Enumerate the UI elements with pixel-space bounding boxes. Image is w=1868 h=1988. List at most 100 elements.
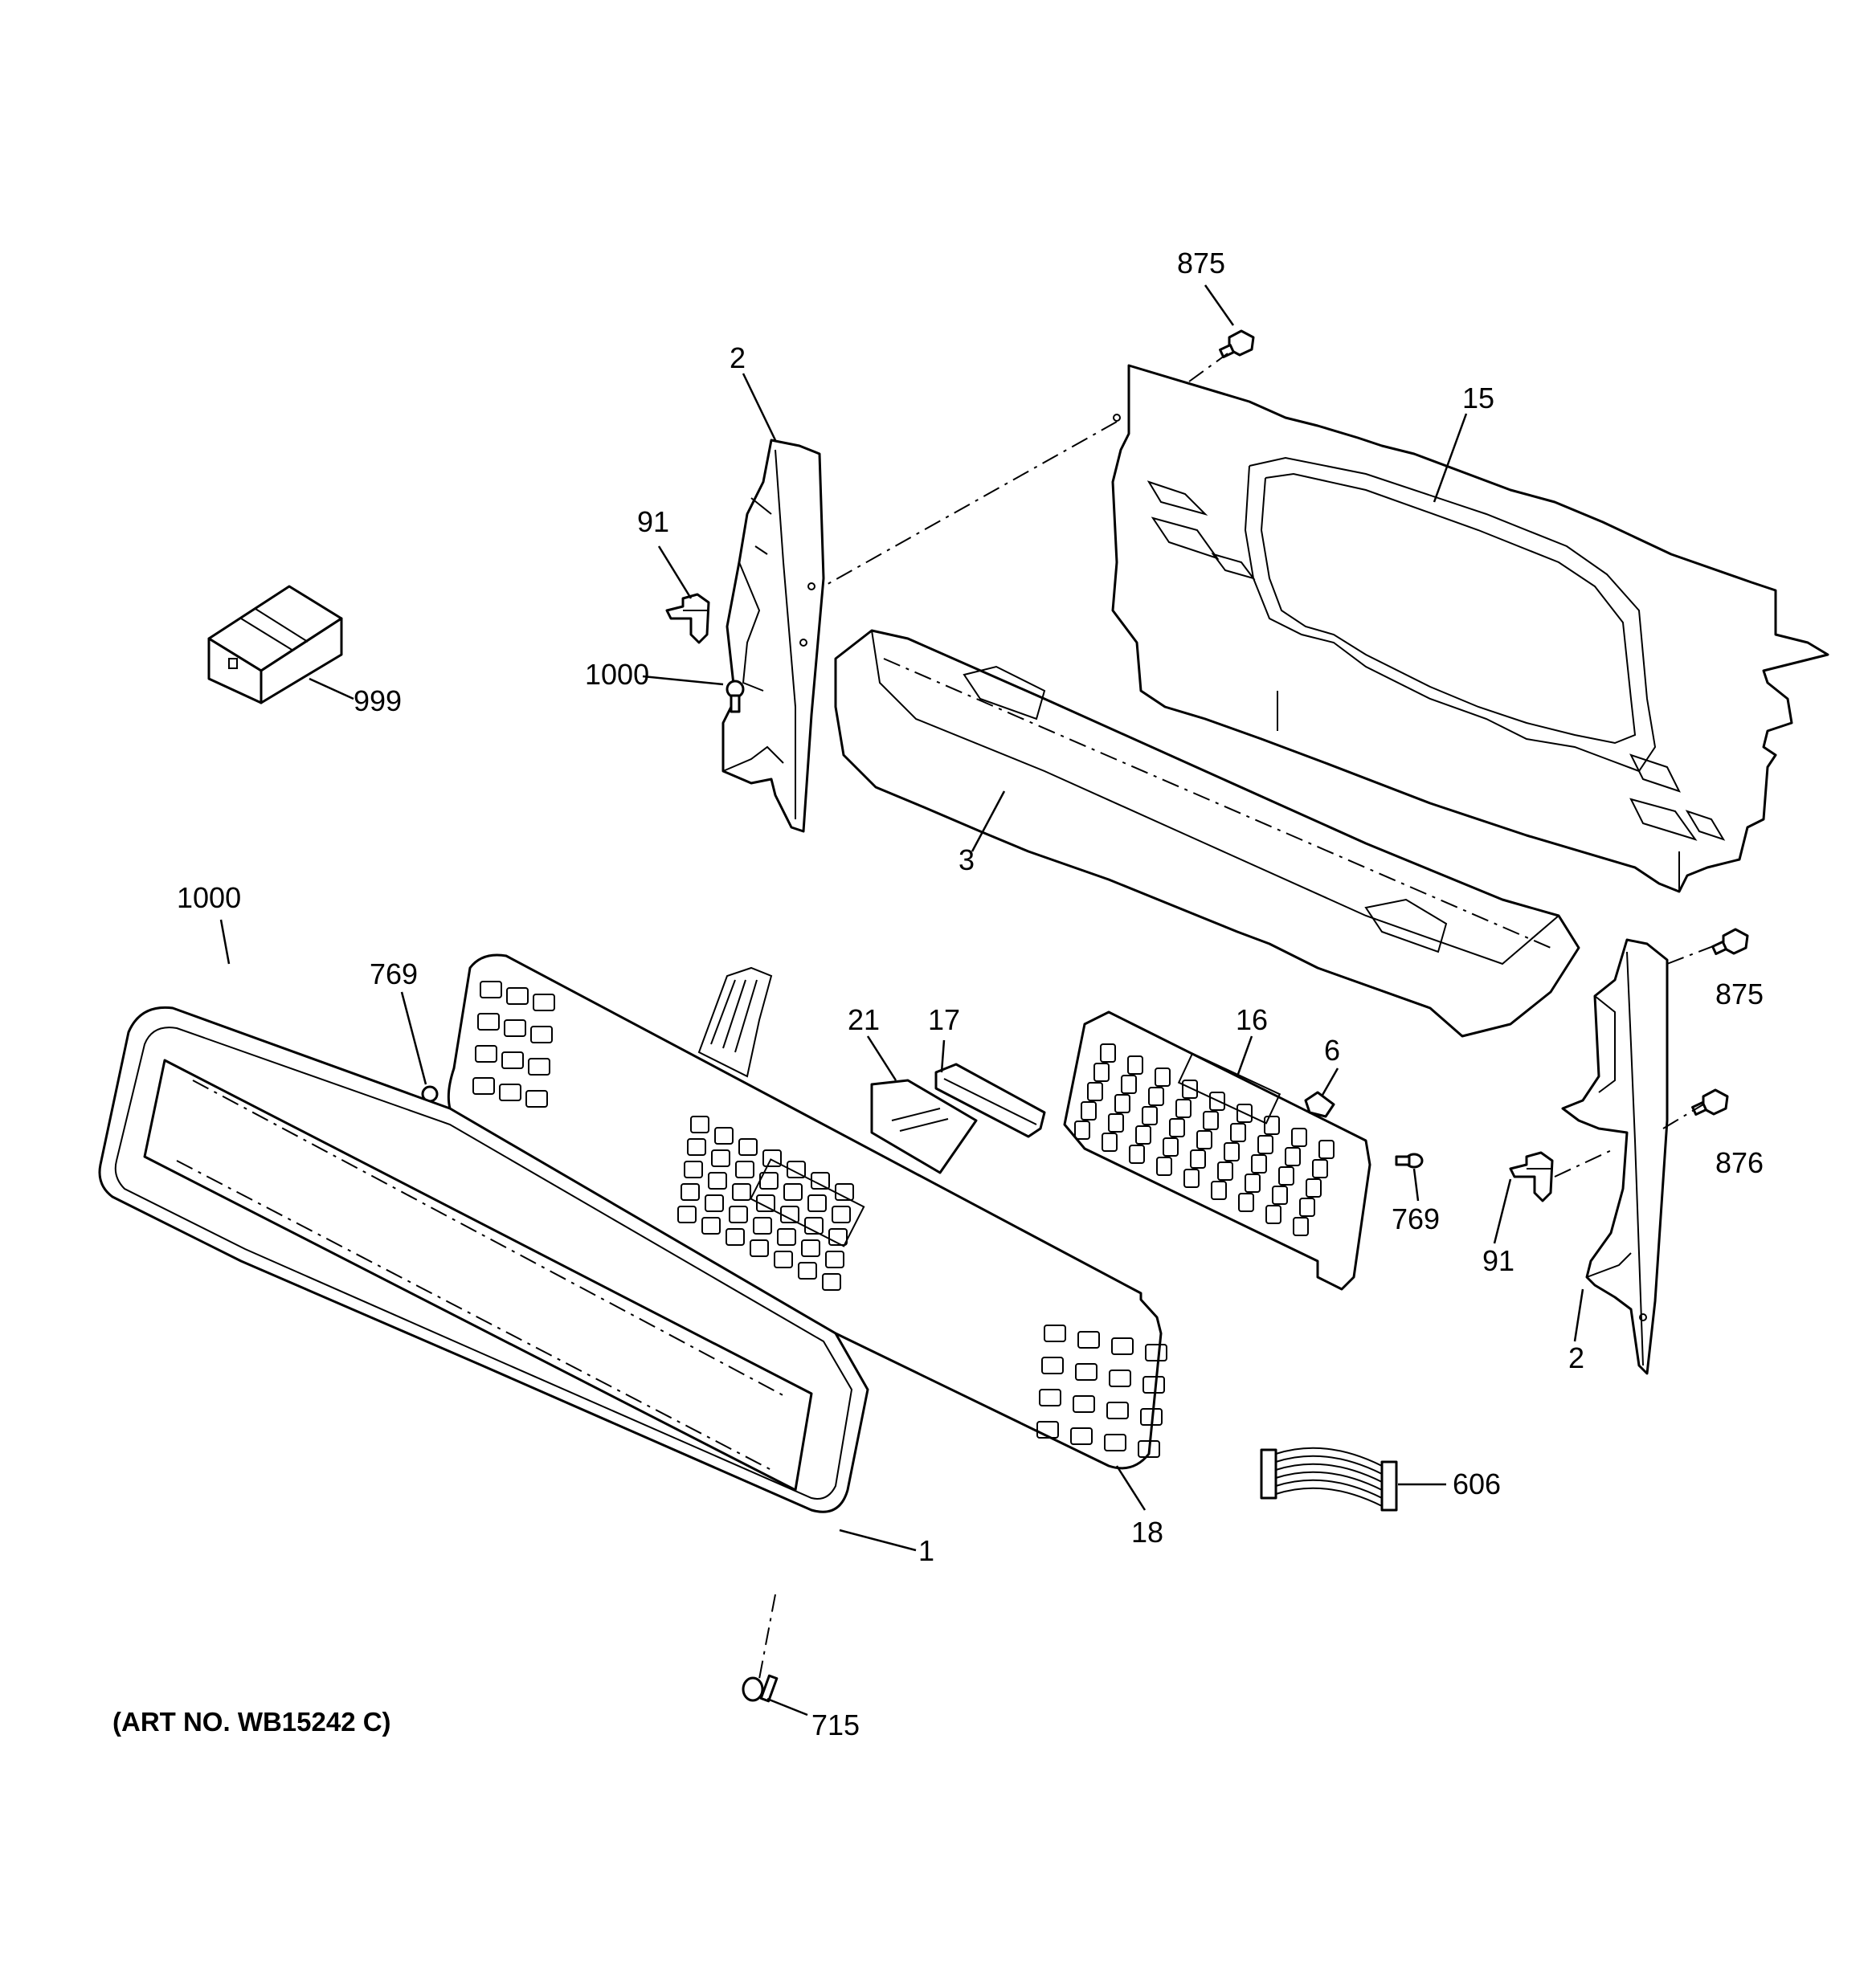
key-shape [828,1228,848,1246]
key-shape [1272,1186,1288,1205]
key-shape [1108,1113,1124,1133]
part-17-spacer [934,1063,1046,1138]
part-1-trim-frame [98,1006,869,1513]
key-shape [705,1194,724,1212]
part-6-clip [1304,1091,1335,1118]
key-shape [735,1161,754,1178]
key-shape [1109,1370,1131,1387]
key-shape [687,1138,706,1156]
key-shape [533,994,555,1011]
panel-keys-center [677,1116,854,1291]
callout-875-top: 875 [1177,247,1225,280]
key-shape [787,1161,806,1178]
key-shape [1236,1104,1253,1123]
key-shape [1291,1128,1307,1147]
callout-17: 17 [928,1003,960,1036]
key-shape [750,1239,769,1257]
part-715-screw [742,1674,779,1703]
key-shape [714,1127,734,1145]
leader-lines [219,284,1584,1717]
key-shape [1142,1376,1165,1394]
key-shape [681,1183,700,1201]
key-shape [475,1045,497,1063]
part-999-box [207,585,343,704]
callout-91-right: 91 [1482,1244,1514,1277]
callout-1: 1 [918,1534,934,1567]
key-shape [1155,1067,1171,1087]
key-shape [1183,1169,1200,1188]
callout-18: 18 [1131,1516,1163,1549]
assembly-lines [758,353,1720,1680]
key-shape [1145,1344,1167,1361]
key-shape [1230,1123,1246,1142]
key-shape [1293,1217,1309,1236]
key-shape [1102,1133,1118,1152]
key-shape [732,1183,751,1201]
key-shape [1238,1193,1254,1212]
key-shape [1104,1434,1126,1451]
key-shape [1127,1055,1143,1075]
key-shape [1114,1094,1130,1113]
key-shape [1070,1427,1093,1445]
key-shape [1224,1142,1240,1161]
key-shape [783,1183,803,1201]
key-shape [1257,1135,1273,1154]
key-shape [528,1058,550,1076]
key-shape [1075,1363,1098,1381]
key-shape [1121,1075,1137,1094]
part-2-right-bracket [1561,938,1669,1375]
key-shape [1285,1147,1301,1166]
key-shape [690,1116,709,1133]
callout-labels: 875 15 2 91 1000 999 3 1000 769 21 17 16… [177,247,1764,1741]
key-shape [801,1239,820,1257]
key-shape [477,1013,500,1031]
key-shape [729,1206,748,1223]
key-shape [1163,1137,1179,1157]
key-shape [753,1217,772,1235]
part-15-back-panel [1111,364,1829,893]
key-shape [1140,1408,1163,1426]
key-shape [1135,1125,1151,1145]
key-shape [1209,1092,1225,1111]
key-shape [738,1138,758,1156]
key-shape [1041,1357,1064,1374]
key-shape [1217,1161,1233,1181]
key-shape [1245,1174,1261,1193]
key-shape [1142,1106,1158,1125]
key-shape [530,1026,553,1043]
callout-3: 3 [959,843,975,876]
callout-6: 6 [1324,1034,1340,1067]
panel-keys-left [472,981,555,1108]
key-shape [1077,1331,1100,1349]
key-shape [499,1084,521,1101]
callout-16: 16 [1236,1003,1268,1036]
key-shape [726,1228,745,1246]
callout-769-left: 769 [370,957,418,990]
callout-2-left: 2 [730,341,746,374]
key-shape [1148,1087,1164,1106]
callout-769-right: 769 [1392,1202,1440,1235]
key-shape [1203,1111,1219,1130]
key-shape [701,1217,721,1235]
part-3-trim-strip [834,629,1580,1038]
key-shape [1182,1080,1198,1099]
key-shape [708,1172,727,1190]
callout-91-left: 91 [637,505,669,538]
key-shape [684,1161,703,1178]
callout-999: 999 [354,684,402,717]
key-shape [1318,1140,1335,1159]
key-shape [525,1090,548,1108]
callout-21: 21 [848,1003,880,1036]
key-shape [472,1077,495,1095]
key-shape [1156,1157,1172,1176]
part-21-overlay [870,1079,978,1174]
key-shape [1299,1198,1315,1217]
key-shape [506,987,529,1005]
part-2-left-bracket [721,439,825,833]
key-shape [1106,1402,1129,1419]
part-91-left-clip [665,593,710,644]
part-875-screw-top [1219,329,1255,358]
part-876-screw [1691,1088,1729,1116]
key-shape [504,1019,526,1037]
